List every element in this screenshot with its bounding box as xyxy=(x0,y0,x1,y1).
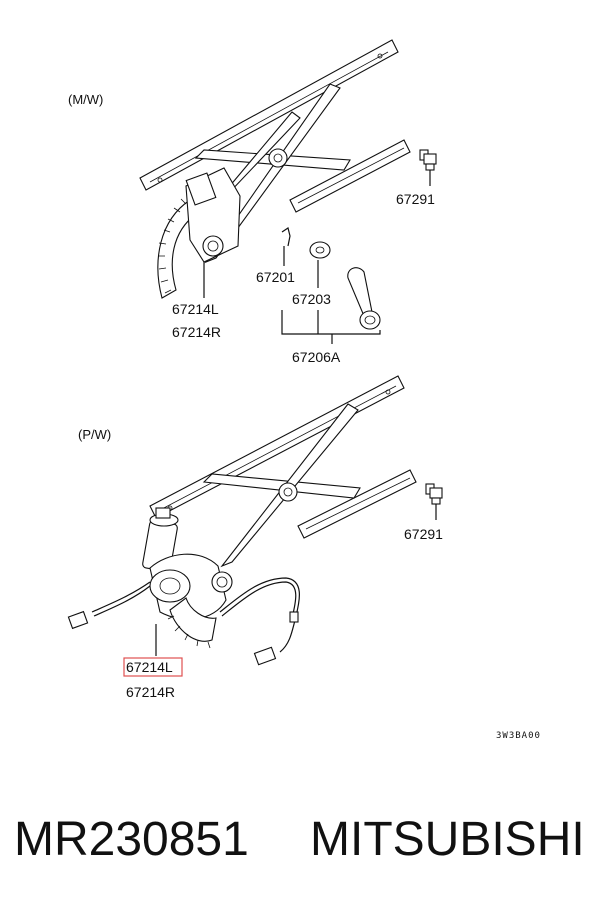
window-crank-handle-icon xyxy=(347,267,381,330)
bolt-icon xyxy=(419,149,437,171)
section-label-power: (P/W) xyxy=(78,427,111,442)
label-67214L-power: 67214L xyxy=(126,659,173,675)
label-67201: 67201 xyxy=(256,269,295,285)
label-67214R-manual: 67214R xyxy=(172,324,221,340)
clip-icon xyxy=(281,227,291,247)
label-67203: 67203 xyxy=(292,291,331,307)
washer-icon xyxy=(309,241,331,259)
power-regulator-drawing xyxy=(67,375,417,666)
label-67291-manual: 67291 xyxy=(396,191,435,207)
bolt-icon xyxy=(425,483,443,505)
highlight-box xyxy=(123,657,183,677)
part-number: MR230851 xyxy=(14,813,249,866)
label-67291-power: 67291 xyxy=(404,526,443,542)
label-67214R-power: 67214R xyxy=(126,684,175,700)
diagram-canvas: (M/W) (P/W) 67291 67214L 67214R xyxy=(67,39,541,741)
label-67214L-manual: 67214L xyxy=(172,301,219,317)
label-67206A: 67206A xyxy=(292,349,341,365)
drawing-code: 3W3BA00 xyxy=(496,731,541,741)
section-label-manual: (M/W) xyxy=(68,92,103,107)
manual-regulator-drawing xyxy=(139,39,411,299)
brand-name: MITSUBISHI xyxy=(310,813,585,866)
footer-caption: MR230851 MITSUBISHI xyxy=(0,800,600,880)
